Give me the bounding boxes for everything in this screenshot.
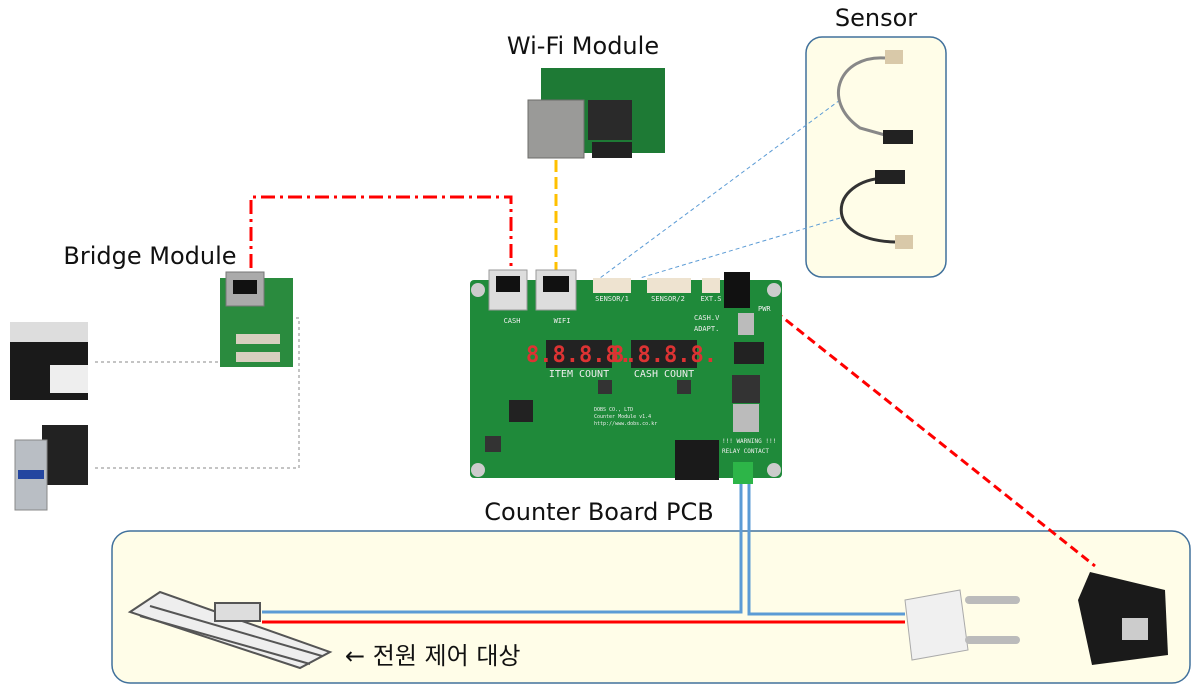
svg-text:CASH: CASH <box>504 317 521 325</box>
svg-text:PWR: PWR <box>758 305 771 313</box>
svg-text:Counter Module v1.4: Counter Module v1.4 <box>594 414 651 420</box>
power-adapter-image <box>1078 572 1168 665</box>
cash-count-button[interactable] <box>677 380 691 394</box>
svg-text:EXT.S: EXT.S <box>700 295 721 303</box>
svg-text:CASH COUNT: CASH COUNT <box>634 369 694 380</box>
svg-text:WIFI: WIFI <box>554 317 571 325</box>
item-count-button[interactable] <box>598 380 612 394</box>
coin-acceptor-image <box>14 425 88 511</box>
wifi-module-image <box>527 68 665 159</box>
svg-text:SENSOR/2: SENSOR/2 <box>651 295 685 303</box>
power-jack[interactable] <box>724 272 750 308</box>
svg-text:DOBS CO., LTD: DOBS CO., LTD <box>594 407 633 413</box>
svg-text:http://www.dobs.co.kr: http://www.dobs.co.kr <box>594 421 657 427</box>
bridge-module-image <box>220 271 293 367</box>
sensor-cable-2 <box>839 170 913 249</box>
relay-wire-plug <box>747 482 905 616</box>
lan-link-bridge-to-cash <box>249 195 513 276</box>
svg-text:!!! WARNING !!!: !!! WARNING !!! <box>722 438 776 445</box>
bridge-module-label: Bridge Module <box>63 242 236 270</box>
power-plug-image <box>904 589 1020 661</box>
wifi-module-label: Wi-Fi Module <box>507 32 659 60</box>
relay <box>675 440 719 480</box>
sensor-cable-1 <box>837 50 913 144</box>
counter-board-pcb: CASH WIFI SENSOR/1 SENSOR/2 EXT.S PWR CA… <box>470 269 782 484</box>
svg-text:CASH.V: CASH.V <box>694 314 720 322</box>
svg-text:RELAY CONTACT: RELAY CONTACT <box>722 448 769 455</box>
item-count-display: 8.8.8.8. <box>526 343 632 368</box>
ext-connector[interactable] <box>702 278 720 293</box>
sensor-label: Sensor <box>835 4 917 32</box>
svg-text:SENSOR/1: SENSOR/1 <box>595 295 629 303</box>
power-target-label: ← 전원 제어 대상 <box>345 642 520 670</box>
sensor1-connector[interactable] <box>593 278 631 293</box>
bill-acceptor-image <box>10 322 88 400</box>
counter-board-label: Counter Board PCB <box>484 498 713 526</box>
svg-text:ADAPT.: ADAPT. <box>694 325 719 333</box>
relay-terminal[interactable] <box>733 462 753 484</box>
fluorescent-lamp-image <box>127 590 333 670</box>
reset-button[interactable] <box>485 436 501 452</box>
sensor2-connector[interactable] <box>647 278 691 293</box>
relay-wire-lamp <box>262 482 743 614</box>
sensor1-link <box>599 99 841 279</box>
cash-count-display: 8.8.8.8. <box>611 343 717 368</box>
adapter-power-link <box>741 283 1096 568</box>
svg-text:ITEM COUNT: ITEM COUNT <box>549 369 609 380</box>
